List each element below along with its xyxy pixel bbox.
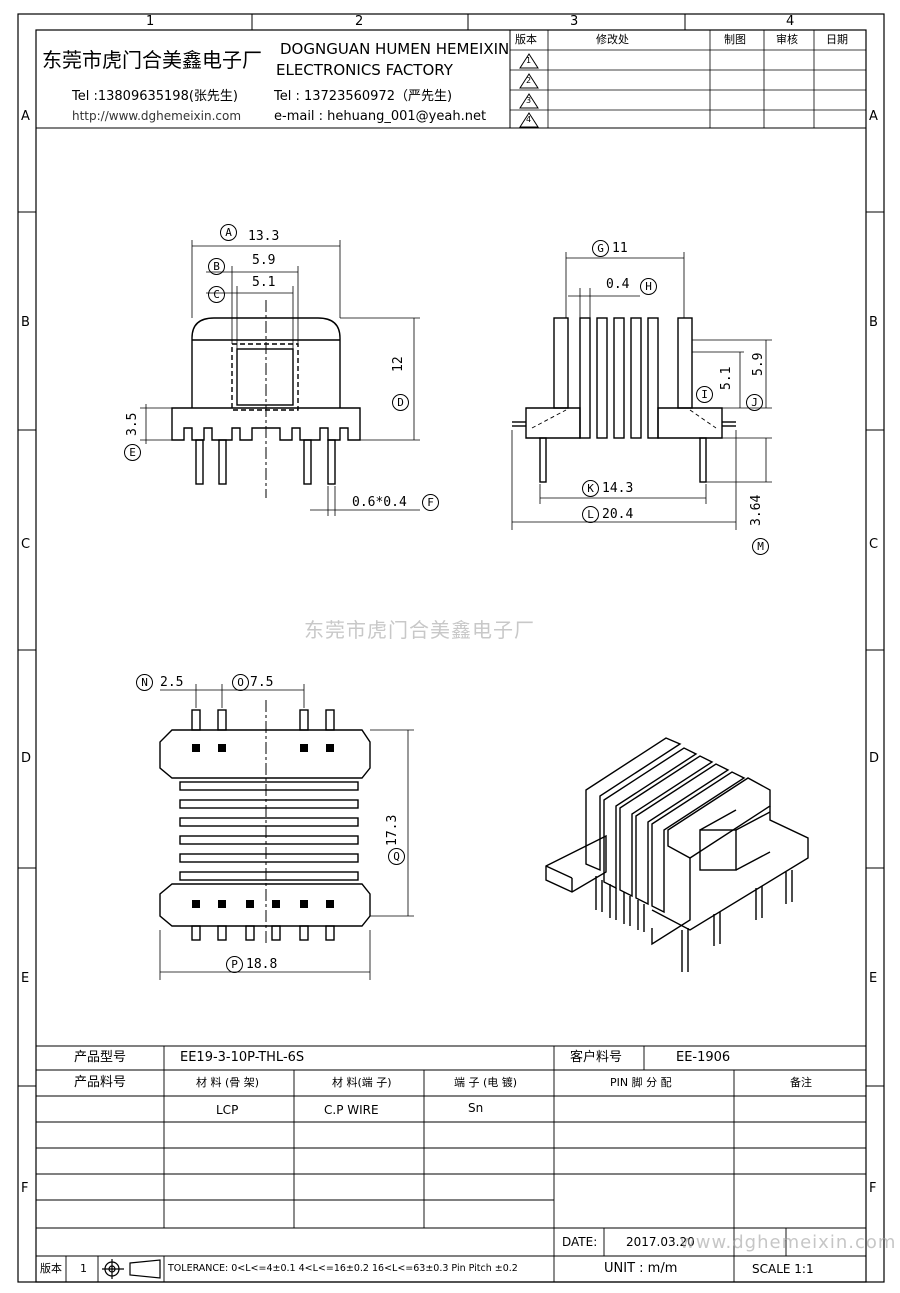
row-label-a-left: A	[21, 109, 30, 124]
row-label-e-right: E	[869, 971, 878, 986]
revision-header-drawn: 制图	[724, 33, 746, 46]
dim-letter-m: M	[752, 538, 769, 555]
remark-label: 备注	[790, 1076, 812, 1089]
column-label-4: 4	[786, 14, 795, 29]
dim-value-l: 20.4	[602, 507, 634, 522]
dim-letter-a: A	[220, 224, 237, 241]
dim-letter-o: O	[232, 674, 249, 691]
row-label-d-right: D	[869, 751, 880, 766]
dim-letter-g: G	[592, 240, 609, 257]
dim-value-c: 5.1	[252, 275, 276, 290]
company-name-en-1: DOGNGUAN HUMEN HEMEIXIN	[280, 40, 510, 58]
material-pin-value: C.P WIRE	[324, 1103, 379, 1117]
dim-letter-b: B	[208, 258, 225, 275]
watermark-url: www.dghemeixin.com	[680, 1232, 897, 1253]
company-email-link[interactable]: e-mail : hehuang_001@yeah.net	[274, 109, 487, 124]
revision-header-date: 日期	[826, 33, 848, 46]
column-label-1: 1	[146, 14, 155, 29]
dim-value-q: 17.3	[385, 814, 400, 846]
row-label-a-right: A	[869, 109, 878, 124]
dim-letter-j: J	[746, 394, 763, 411]
row-label-b-right: B	[869, 315, 878, 330]
company-name-en-2: ELECTRONICS FACTORY	[276, 61, 453, 79]
revision-number-3: 3	[526, 96, 532, 105]
revision-header-checked: 审核	[776, 33, 798, 46]
dim-letter-i: I	[696, 386, 713, 403]
material-pin-label: 材 料(端 子)	[332, 1076, 392, 1089]
dim-letter-h: H	[640, 278, 657, 295]
dim-letter-d: D	[392, 394, 409, 411]
scale-text: SCALE 1:1	[752, 1262, 814, 1276]
customer-value: EE-1906	[676, 1050, 731, 1065]
dim-value-o: 7.5	[250, 675, 274, 690]
part-label: 产品料号	[74, 1075, 127, 1090]
company-name-cn: 东莞市虎门合美鑫电子厂	[42, 48, 262, 72]
plating-label: 端 子 (电 镀)	[454, 1076, 518, 1089]
revision-number-1: 1	[526, 56, 532, 65]
dim-letter-n: N	[136, 674, 153, 691]
row-label-c-left: C	[21, 537, 31, 552]
revision-header-change: 修改处	[596, 33, 629, 46]
watermark-company: 东莞市虎门合美鑫电子厂	[304, 618, 535, 642]
dim-value-h: 0.4	[606, 277, 630, 292]
customer-label: 客户料号	[570, 1050, 623, 1065]
dim-letter-c: C	[208, 286, 225, 303]
dim-letter-l: L	[582, 506, 599, 523]
material-bobbin-label: 材 料 (骨 架)	[196, 1076, 260, 1089]
revision-number-2: 2	[526, 76, 532, 85]
dim-letter-p: P	[226, 956, 243, 973]
date-value: 2017.03.20	[626, 1235, 695, 1249]
dim-value-e: 3.5	[125, 412, 140, 436]
column-label-2: 2	[355, 14, 364, 29]
dim-value-g: 11	[612, 241, 628, 256]
dim-value-n: 2.5	[160, 675, 184, 690]
contact-tel-2: Tel : 13723560972（严先生)	[274, 89, 453, 104]
material-bobbin-value: LCP	[216, 1103, 239, 1117]
pin-assignment-label: PIN 脚 分 配	[610, 1076, 672, 1089]
dim-value-m: 3.64	[749, 494, 764, 526]
dim-value-k: 14.3	[602, 481, 634, 496]
column-label-3: 3	[570, 14, 579, 29]
dim-value-j: 5.9	[751, 352, 766, 376]
contact-tel-1: Tel :13809635198(张先生)	[72, 89, 238, 104]
revision-number-4: 4	[526, 115, 532, 124]
unit-text: UNIT : m/m	[604, 1261, 678, 1276]
version-value: 1	[80, 1262, 87, 1275]
row-label-d-left: D	[21, 751, 32, 766]
row-label-f-right: F	[869, 1181, 877, 1196]
projection-symbol-icon	[102, 1259, 161, 1279]
dim-letter-f: F	[422, 494, 439, 511]
plating-value: Sn	[468, 1101, 484, 1115]
row-label-e-left: E	[21, 971, 30, 986]
model-value: EE19-3-10P-THL-6S	[180, 1050, 305, 1065]
tolerance-text: TOLERANCE: 0<L<=4±0.1 4<L<=16±0.2 16<L<=…	[168, 1263, 518, 1274]
dim-value-f: 0.6*0.4	[352, 495, 407, 510]
revision-header-version: 版本	[515, 33, 537, 46]
row-label-c-right: C	[869, 537, 879, 552]
date-label: DATE:	[562, 1235, 598, 1249]
dim-value-b: 5.9	[252, 253, 276, 268]
dim-value-a: 13.3	[248, 229, 280, 244]
company-website-link[interactable]: http://www.dghemeixin.com	[72, 109, 242, 123]
dim-value-p: 18.8	[246, 957, 278, 972]
dim-letter-q: Q	[388, 848, 405, 865]
dim-letter-e: E	[124, 444, 141, 461]
version-label: 版本	[40, 1262, 62, 1275]
row-label-f-left: F	[21, 1181, 29, 1196]
row-label-b-left: B	[21, 315, 30, 330]
model-label: 产品型号	[74, 1050, 127, 1065]
dim-value-d: 12	[391, 356, 406, 372]
dim-letter-k: K	[582, 480, 599, 497]
dim-value-i: 5.1	[719, 366, 734, 390]
